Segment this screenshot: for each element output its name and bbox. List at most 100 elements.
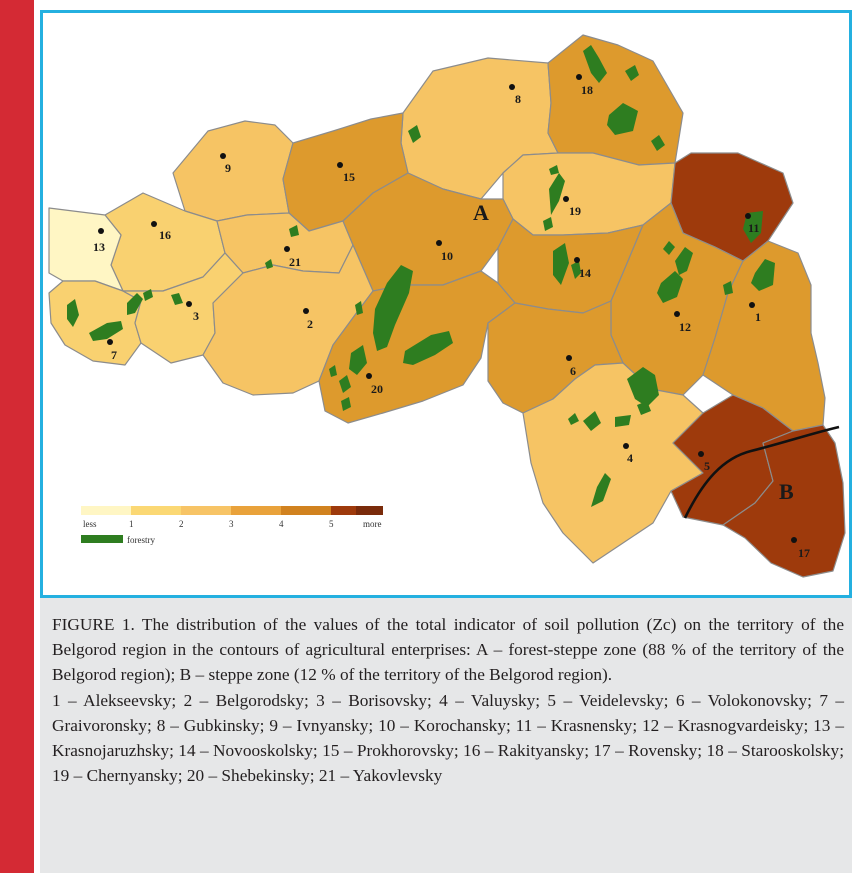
legend-forestry-label: forestry [127,535,155,545]
forestry-patch [591,473,611,507]
left-accent-bar [0,0,34,873]
forestry-patch [675,247,693,275]
forestry-patch [583,45,607,83]
forestry-patch [127,293,143,315]
legend-swatch [231,506,281,515]
district-number-17: 17 [798,546,810,560]
legend-label-1: 1 [129,519,134,529]
figure-caption: FIGURE 1. The distribution of the values… [40,598,852,873]
forestry-patch [663,241,675,255]
legend-forestry-swatch [81,535,123,543]
forestry-patch [67,299,79,327]
forestry-patch [373,265,413,351]
district-number-1: 1 [755,310,761,324]
district-marker [98,228,104,234]
forestry-patch [341,397,351,411]
forestry-patch [543,217,553,231]
forestry-patch [171,293,183,305]
district-number-3: 3 [193,309,199,323]
district-marker [366,373,372,379]
forestry-patch [723,281,733,295]
district-number-19: 19 [569,204,581,218]
forestry-patch [339,375,351,393]
legend-label-more: more [363,519,382,529]
belgorod-region-map: 1 2 3 4 5 6 7 8 9 10 11 12 13 1 [48,34,846,578]
district-number-11: 11 [748,221,759,235]
forestry-patch [143,289,153,301]
district-number-5: 5 [704,459,710,473]
district-marker [509,84,515,90]
forestry-patch [607,103,638,135]
district-marker [220,153,226,159]
district-marker [674,311,680,317]
district-marker [566,355,572,361]
district-number-14: 14 [579,266,591,280]
forestry-patch [568,413,579,425]
legend: less 1 2 3 4 5 more forestry [81,506,383,545]
forestry-patch [553,243,569,285]
legend-label-3: 3 [229,519,234,529]
forestry-patch [651,135,665,151]
forestry-patch [615,415,631,427]
caption-district-list: 1 – Alekseevsky; 2 – Belgorodsky; 3 – Bo… [52,690,844,786]
district-marker [791,537,797,543]
district-marker [303,308,309,314]
forestry-patch [637,401,651,415]
district-number-13: 13 [93,240,105,254]
district-labels: 1 2 3 4 5 6 7 8 9 10 11 12 13 1 [93,74,810,560]
legend-swatch [356,506,383,515]
legend-swatch [81,506,131,515]
forestry-patch [355,301,363,315]
district-marker [284,246,290,252]
forestry-patch [751,259,775,291]
zone-label-b: B [779,479,794,504]
district-marker [745,213,751,219]
forestry-patch [89,321,123,341]
map-frame: 1 2 3 4 5 6 7 8 9 10 11 12 13 1 [40,10,852,598]
forestry-patch [265,259,273,269]
district-number-9: 9 [225,161,231,175]
district-number-16: 16 [159,228,171,242]
district-number-8: 8 [515,92,521,106]
district-marker [698,451,704,457]
district-marker [151,221,157,227]
forestry-patch [583,411,601,431]
legend-label-4: 4 [279,519,284,529]
district-number-10: 10 [441,249,453,263]
forestry-patch [627,367,659,407]
forestry-patch [549,173,565,215]
zone-label-a: A [473,200,489,225]
district-number-2: 2 [307,317,313,331]
forestry-patch [408,125,421,143]
forestry-patch [571,261,581,279]
legend-label-5: 5 [329,519,334,529]
district-marker [107,339,113,345]
forestry-patches [67,45,775,507]
district-marker [623,443,629,449]
district-number-7: 7 [111,348,117,362]
district-marker [436,240,442,246]
district-9 [172,120,294,222]
district-number-15: 15 [343,170,355,184]
forestry-patch [289,225,299,237]
legend-swatch [281,506,331,515]
district-marker [186,301,192,307]
district-marker [563,196,569,202]
forestry-patch [403,331,453,365]
forestry-patch [549,165,559,175]
forestry-patch [329,365,337,377]
district-number-4: 4 [627,451,633,465]
legend-label-less: less [83,519,97,529]
district-marker [749,302,755,308]
legend-swatch [131,506,181,515]
legend-label-2: 2 [179,519,184,529]
district-number-18: 18 [581,83,593,97]
district-number-20: 20 [371,382,383,396]
district-number-21: 21 [289,255,301,269]
district-marker [576,74,582,80]
forestry-patch [625,65,639,81]
zone-boundary-line [683,425,840,519]
caption-main: FIGURE 1. The distribution of the values… [52,615,844,685]
forestry-patch [657,271,683,303]
district-number-12: 12 [679,320,691,334]
